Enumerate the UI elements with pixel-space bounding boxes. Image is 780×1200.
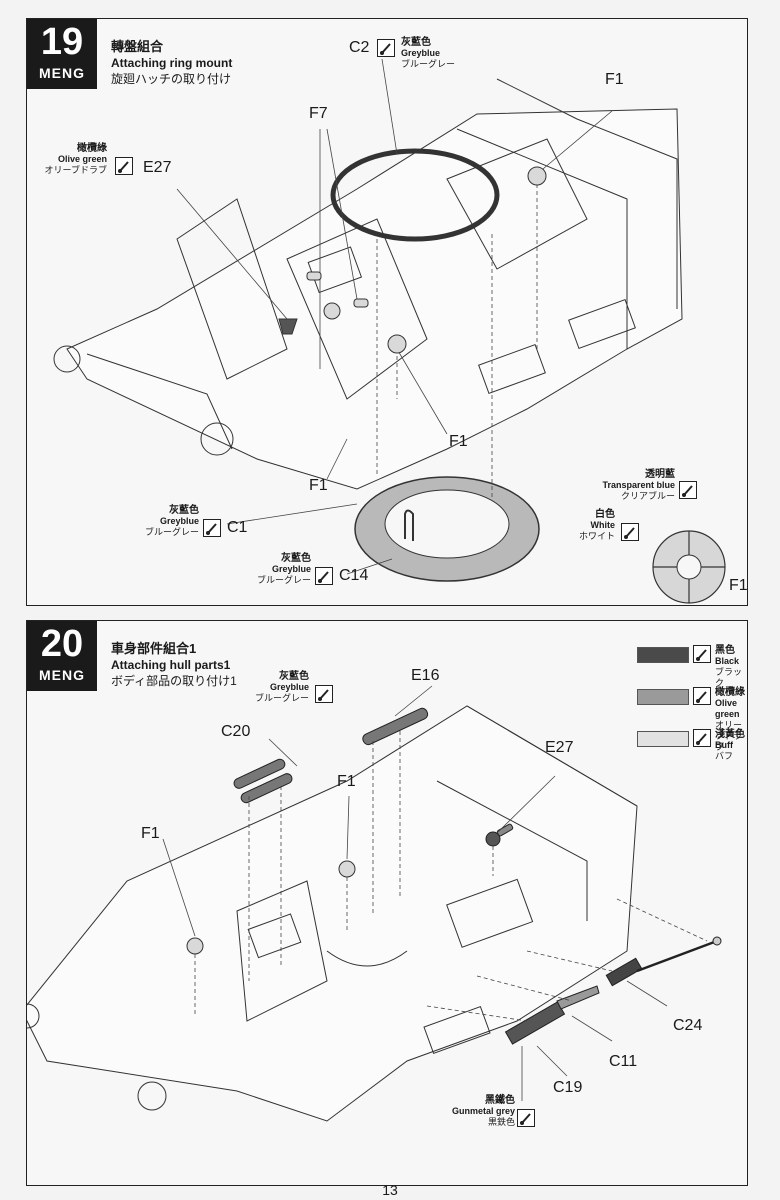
color-ja: クリアブルー [620, 491, 675, 501]
legend-swatch-buff [637, 731, 689, 747]
color-ja: ホワイト [578, 531, 615, 541]
paint-brush-icon [315, 685, 333, 703]
legend-entry-black: 黑色 Black ブラック [693, 645, 747, 689]
step-number: 19 [40, 21, 84, 63]
color-en: Greyblue [269, 682, 309, 692]
color-ja: オリーブドラブ [715, 720, 743, 752]
part-label-e16: E16 [411, 667, 440, 684]
color-callout-c2: 灰藍色 Greyblue ブルーグレー [401, 37, 455, 70]
part-label-f1: F1 [449, 433, 468, 450]
color-callout-c1: 灰藍色 Greyblue ブルーグレー [127, 505, 199, 538]
part-label-c2: C2 [349, 39, 370, 56]
assembly-diagram-19 [53, 58, 726, 604]
color-ja: ブルーグレー [401, 59, 456, 69]
color-en: Greyblue [159, 516, 199, 526]
color-en: White [590, 520, 616, 530]
legend-entry-buff: 淺黃色 Buff バフ [693, 729, 745, 762]
color-callout-c14: 灰藍色 Greyblue ブルーグレー [239, 553, 311, 586]
assembly-diagram-20 [27, 685, 722, 1122]
step-20-panel: 20 MENG 車身部件組合1 Attaching hull parts1 ボデ… [26, 620, 748, 1186]
color-zh: 灰藍色 [401, 37, 431, 48]
paint-brush-icon [203, 519, 221, 537]
paint-brush-icon [621, 523, 639, 541]
color-zh: 灰藍色 [279, 671, 309, 682]
part-label-f1: F1 [729, 577, 748, 594]
color-zh: 黑鐵色 [485, 1095, 515, 1106]
part-label-f1: F1 [337, 773, 356, 790]
paint-brush-icon [115, 157, 133, 175]
part-label-e27: E27 [143, 159, 172, 176]
step-title-ja: 旋廻ハッチの取り付け [111, 72, 232, 86]
step-19-panel: 19 MENG 轉盤組合 Attaching ring mount 旋廻ハッチの… [26, 18, 748, 606]
color-zh: 淺黃色 [715, 729, 745, 740]
color-ja: ブルーグレー [254, 693, 309, 703]
color-en: Olive green [57, 154, 107, 164]
legend-swatch-black [637, 647, 689, 663]
legend-swatch-olive-green [637, 689, 689, 705]
part-label-c11: C11 [609, 1053, 638, 1070]
paint-brush-icon [693, 687, 711, 705]
color-ja: ブラック [715, 667, 743, 688]
part-label-e27: E27 [545, 739, 574, 756]
part-label-c1: C1 [227, 519, 248, 536]
step-number-badge: 19 MENG [27, 19, 97, 89]
color-en: Gunmetal grey [451, 1106, 515, 1116]
brand-logo: MENG [39, 667, 85, 683]
color-zh: 透明藍 [645, 469, 675, 480]
color-en: Buff [715, 740, 733, 750]
step-number-badge: 20 MENG [27, 621, 97, 691]
color-en: Greyblue [401, 48, 441, 58]
color-callout-greyblue: 灰藍色 Greyblue ブルーグレー [239, 671, 309, 704]
legend-entry-olive-green: 橄欖綠 Olive green オリーブドラブ [693, 687, 747, 753]
color-en: Black [715, 656, 740, 666]
color-zh: 白色 [595, 509, 615, 520]
color-en: Olive green [715, 698, 740, 719]
paint-brush-icon [315, 567, 333, 585]
color-callout-transparent-blue: 透明藍 Transparent blue クリアブルー [567, 469, 675, 502]
part-label-c19: C19 [553, 1079, 583, 1096]
step-title-en: Attaching hull parts1 [111, 658, 231, 672]
f1-detail-disc [652, 530, 726, 604]
color-zh: 灰藍色 [169, 505, 199, 516]
paint-brush-icon [693, 645, 711, 663]
step-title-en: Attaching ring mount [111, 56, 233, 70]
page-number: 13 [382, 1182, 398, 1198]
step-title-zh: 車身部件組合1 [111, 641, 197, 656]
color-callout-white: 白色 White ホワイト [567, 509, 615, 542]
color-zh: 灰藍色 [281, 553, 311, 564]
part-label-c14: C14 [339, 567, 369, 584]
color-en: Transparent blue [602, 480, 675, 490]
color-ja: ブルーグレー [144, 527, 199, 537]
step-title-ja: ボディ部品の取り付け1 [111, 674, 237, 688]
color-callout-e27: 橄欖綠 Olive green オリーブドラブ [41, 143, 107, 176]
part-label-f1: F1 [309, 477, 328, 494]
part-label-f1: F1 [141, 825, 160, 842]
paint-brush-icon [377, 39, 395, 57]
step-title: 車身部件組合1 Attaching hull parts1 ボディ部品の取り付け… [111, 641, 237, 689]
paint-brush-icon [517, 1109, 535, 1127]
color-ja: ブルーグレー [256, 575, 311, 585]
paint-brush-icon [693, 729, 711, 747]
color-callout-gunmetal: 黑鐵色 Gunmetal grey 黒鉄色 [431, 1095, 515, 1128]
step-title-zh: 轉盤組合 [111, 39, 164, 54]
part-label-c24: C24 [673, 1017, 703, 1034]
step-number: 20 [40, 623, 84, 665]
part-label-c20: C20 [221, 723, 251, 740]
color-ja: 黒鉄色 [487, 1117, 515, 1127]
color-zh: 橄欖綠 [715, 687, 745, 698]
paint-brush-icon [679, 481, 697, 499]
part-label-f1: F1 [605, 71, 624, 88]
color-zh: 黑色 [715, 645, 735, 656]
brand-logo: MENG [39, 65, 85, 81]
step-title: 轉盤組合 Attaching ring mount 旋廻ハッチの取り付け [111, 39, 232, 87]
color-ja: バフ [715, 751, 734, 761]
color-zh: 橄欖綠 [77, 143, 107, 154]
color-ja: オリーブドラブ [44, 165, 107, 175]
color-en: Greyblue [271, 564, 311, 574]
part-label-f7: F7 [309, 105, 328, 122]
